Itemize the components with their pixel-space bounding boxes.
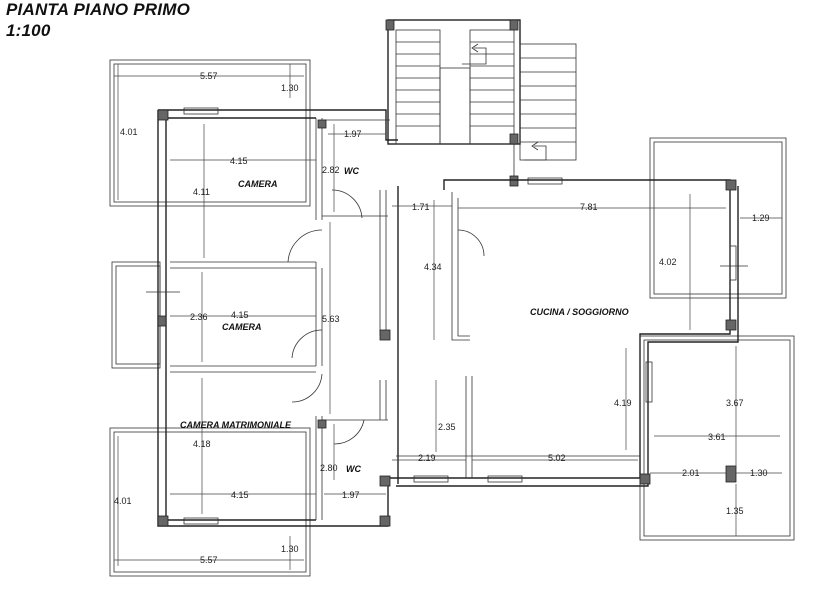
dimension-label: 1.35: [726, 506, 744, 516]
pillars: [157, 109, 737, 527]
room-label-wc-2: WC: [346, 464, 361, 474]
room-label-cucina-soggiorno: CUCINA / SOGGIORNO: [530, 307, 629, 317]
dimension-label: 4.15: [230, 156, 248, 166]
staircase: [385, 19, 577, 187]
balcony-bottom-left: [109, 427, 311, 577]
dimension-label: 5.63: [322, 314, 340, 324]
room-label-camera-2: CAMERA: [222, 322, 262, 332]
dimension-label: 1.29: [752, 213, 770, 223]
plan-scale: 1:100: [6, 21, 51, 40]
dimension-label: 1.30: [281, 544, 299, 554]
room-label-camera-matrimoniale: CAMERA MATRIMONIALE: [180, 420, 292, 430]
dimension-label: 7.81: [580, 202, 598, 212]
dimension-label: 4.34: [424, 262, 442, 272]
doors: [287, 189, 485, 445]
dimension-label: 4.15: [231, 490, 249, 500]
dimension-label: 5.57: [200, 71, 218, 81]
dimension-label: 4.01: [120, 127, 138, 137]
dimension-label: 4.19: [614, 398, 632, 408]
windows: [146, 107, 748, 525]
dimension-label: 2.82: [322, 165, 340, 175]
balcony-mid-left: [111, 261, 161, 369]
dimension-label: 4.02: [659, 257, 677, 267]
dimension-label: 2.36: [190, 312, 208, 322]
dimension-label: 1.97: [344, 129, 362, 139]
dimension-label: 2.01: [682, 468, 700, 478]
dimension-label: 1.97: [342, 490, 360, 500]
balcony-top-left: [109, 59, 311, 207]
dimension-lines: [114, 64, 782, 570]
dimension-label: 4.01: [114, 496, 132, 506]
dimension-label: 2.80: [320, 463, 338, 473]
plan-title: PIANTA PIANO PRIMO: [6, 0, 190, 19]
dimension-label: 5.57: [200, 555, 218, 565]
dimension-label: 1.30: [281, 83, 299, 93]
dimension-label: 4.18: [193, 439, 211, 449]
dimension-label: 1.71: [412, 202, 430, 212]
dimension-label: 4.11: [193, 187, 210, 197]
room-label-wc-1: WC: [344, 166, 359, 176]
room-label-camera-1: CAMERA: [238, 179, 278, 189]
interior-walls: [170, 118, 640, 520]
dimension-label: 4.15: [231, 310, 249, 320]
dimension-label: 5.02: [548, 453, 566, 463]
dimension-label: 3.67: [726, 398, 744, 408]
dimension-label: 2.19: [418, 453, 436, 463]
dimension-label: 3.61: [708, 432, 726, 442]
dimension-label: 2.35: [438, 422, 456, 432]
dimension-label: 1.30: [750, 468, 768, 478]
